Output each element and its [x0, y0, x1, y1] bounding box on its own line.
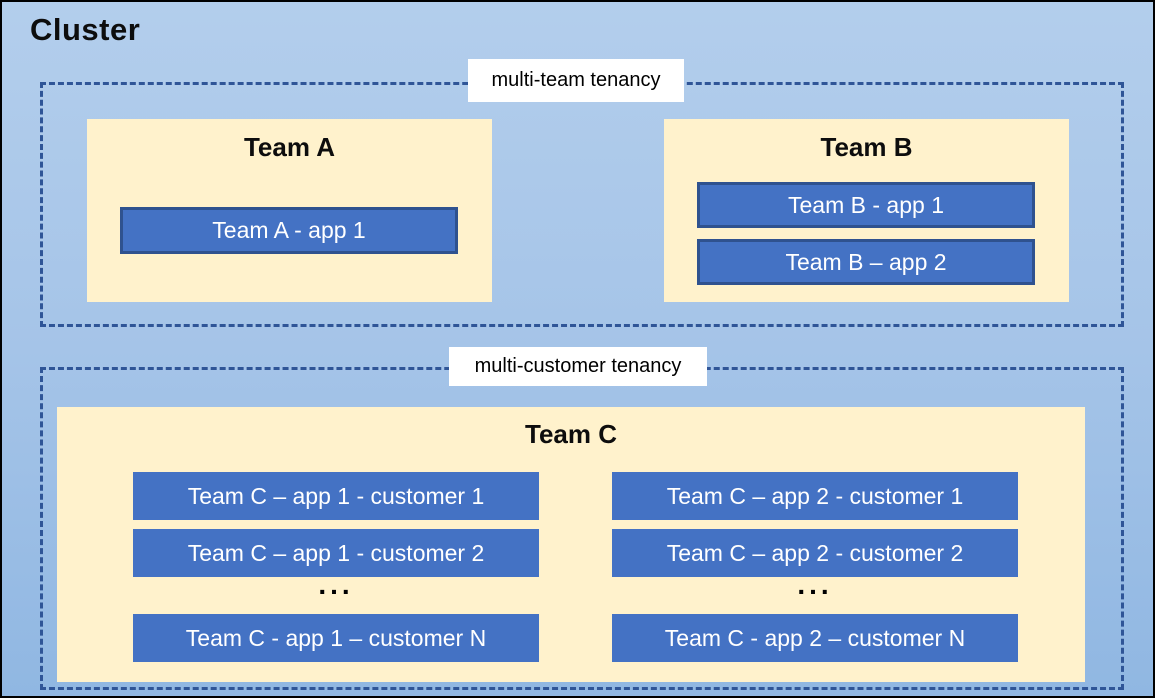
team-b-app-2-box: Team B – app 2: [697, 239, 1035, 285]
team-c-app-2-ellipsis: ...: [797, 569, 833, 600]
team-c-app-1-customer-1-box: Team C – app 1 - customer 1: [133, 472, 539, 520]
team-b-panel: Team B Team B - app 1 Team B – app 2: [664, 119, 1069, 302]
team-c-app-2-customer-2-box: Team C – app 2 - customer 2: [612, 529, 1018, 577]
team-b-title: Team B: [820, 132, 913, 162]
team-c-app-2-customer-1-box: Team C – app 2 - customer 1: [612, 472, 1018, 520]
multi-customer-tenancy-label: multi-customer tenancy: [449, 347, 707, 386]
cluster-title: Cluster: [30, 12, 141, 47]
team-a-app-1-box: Team A - app 1: [120, 207, 458, 254]
team-c-app-1-customer-n-box: Team C - app 1 – customer N: [133, 614, 539, 662]
multi-team-tenancy-label: multi-team tenancy: [468, 59, 684, 102]
team-c-app-1-customer-2-box: Team C – app 1 - customer 2: [133, 529, 539, 577]
team-b-app-1-box: Team B - app 1: [697, 182, 1035, 228]
team-a-panel: Team A Team A - app 1: [87, 119, 492, 302]
team-c-app-2-customer-n-box: Team C - app 2 – customer N: [612, 614, 1018, 662]
team-c-app-1-ellipsis: ...: [318, 569, 354, 600]
team-c-panel: Team C Team C – app 1 - customer 1 Team …: [57, 407, 1085, 682]
team-c-title: Team C: [525, 419, 617, 449]
team-a-title: Team A: [243, 132, 336, 162]
